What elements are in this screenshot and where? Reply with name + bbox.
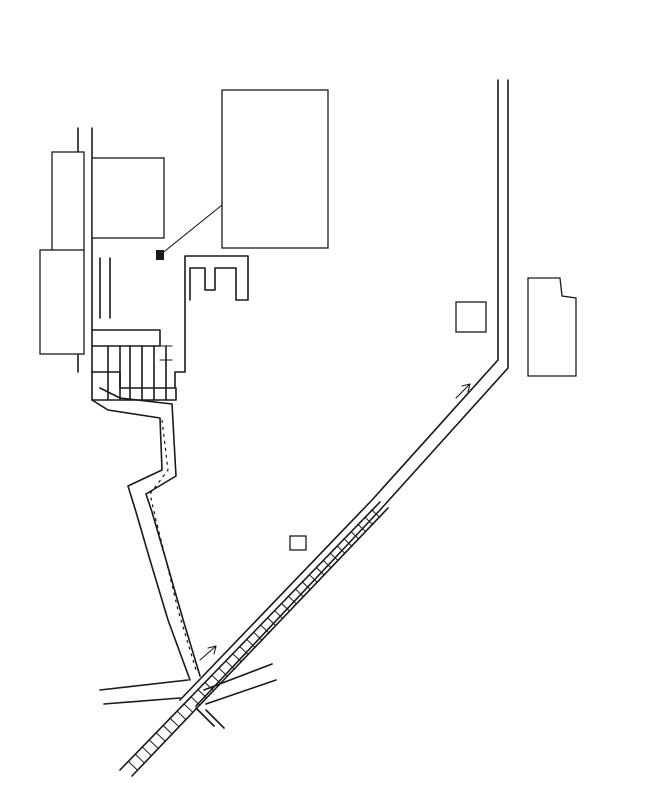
rail-tie bbox=[308, 573, 318, 583]
left-building-bottom bbox=[39, 249, 85, 355]
leader-marker bbox=[156, 250, 164, 260]
info-box-leader bbox=[159, 204, 223, 256]
rail-tie bbox=[156, 732, 166, 742]
rail-tie bbox=[357, 523, 367, 533]
diagonal-main-road bbox=[179, 79, 509, 707]
left-building-top bbox=[51, 151, 85, 253]
dotted-route bbox=[149, 419, 197, 671]
rail-tie bbox=[176, 710, 187, 720]
building-box-lower-middle bbox=[289, 535, 307, 551]
rail-tie bbox=[350, 530, 360, 540]
rail-tie bbox=[169, 718, 180, 728]
rail-tie bbox=[301, 581, 311, 591]
crossroads bbox=[99, 663, 277, 729]
rail-tie bbox=[128, 761, 138, 771]
rail-tie bbox=[315, 566, 325, 576]
rail-tie bbox=[336, 545, 346, 555]
rail-tie bbox=[149, 739, 159, 749]
arrow-mark bbox=[199, 645, 217, 661]
rail-tie bbox=[294, 588, 305, 598]
lane-complex bbox=[91, 255, 249, 401]
rail-tie bbox=[364, 516, 374, 526]
rail-tie bbox=[322, 559, 332, 569]
rail-tie bbox=[183, 703, 194, 713]
rail-tie bbox=[135, 754, 145, 764]
rail-tie bbox=[218, 667, 228, 677]
rail-tie bbox=[204, 682, 214, 692]
winding-access-road bbox=[91, 387, 201, 681]
rail-tie bbox=[253, 631, 263, 641]
rail-tie bbox=[280, 602, 291, 612]
rail-tie bbox=[273, 609, 284, 620]
rail-tie bbox=[329, 552, 339, 562]
info-box bbox=[221, 89, 329, 249]
rail-tie bbox=[266, 617, 277, 627]
rail-tie bbox=[343, 537, 353, 547]
rail-tie bbox=[142, 746, 152, 756]
rail-tie bbox=[162, 725, 173, 735]
parcel-far-right bbox=[527, 277, 577, 377]
rail-tie bbox=[232, 653, 242, 663]
rail-tie bbox=[190, 696, 201, 706]
rail-tie bbox=[287, 595, 298, 605]
rail-tie bbox=[211, 674, 221, 684]
rail-tie bbox=[197, 689, 207, 699]
direction-arrows bbox=[199, 383, 471, 661]
rail-tie bbox=[246, 638, 256, 648]
railway-corridor bbox=[119, 501, 389, 777]
rail-tie bbox=[260, 624, 270, 634]
arrow-mark bbox=[455, 383, 471, 399]
rail-tie bbox=[371, 509, 381, 519]
rail-tie bbox=[239, 646, 249, 656]
rail-tie bbox=[225, 660, 235, 670]
building-box-center-left bbox=[91, 157, 165, 239]
railway-hatching bbox=[128, 509, 381, 771]
building-box-upper-right bbox=[455, 301, 487, 333]
